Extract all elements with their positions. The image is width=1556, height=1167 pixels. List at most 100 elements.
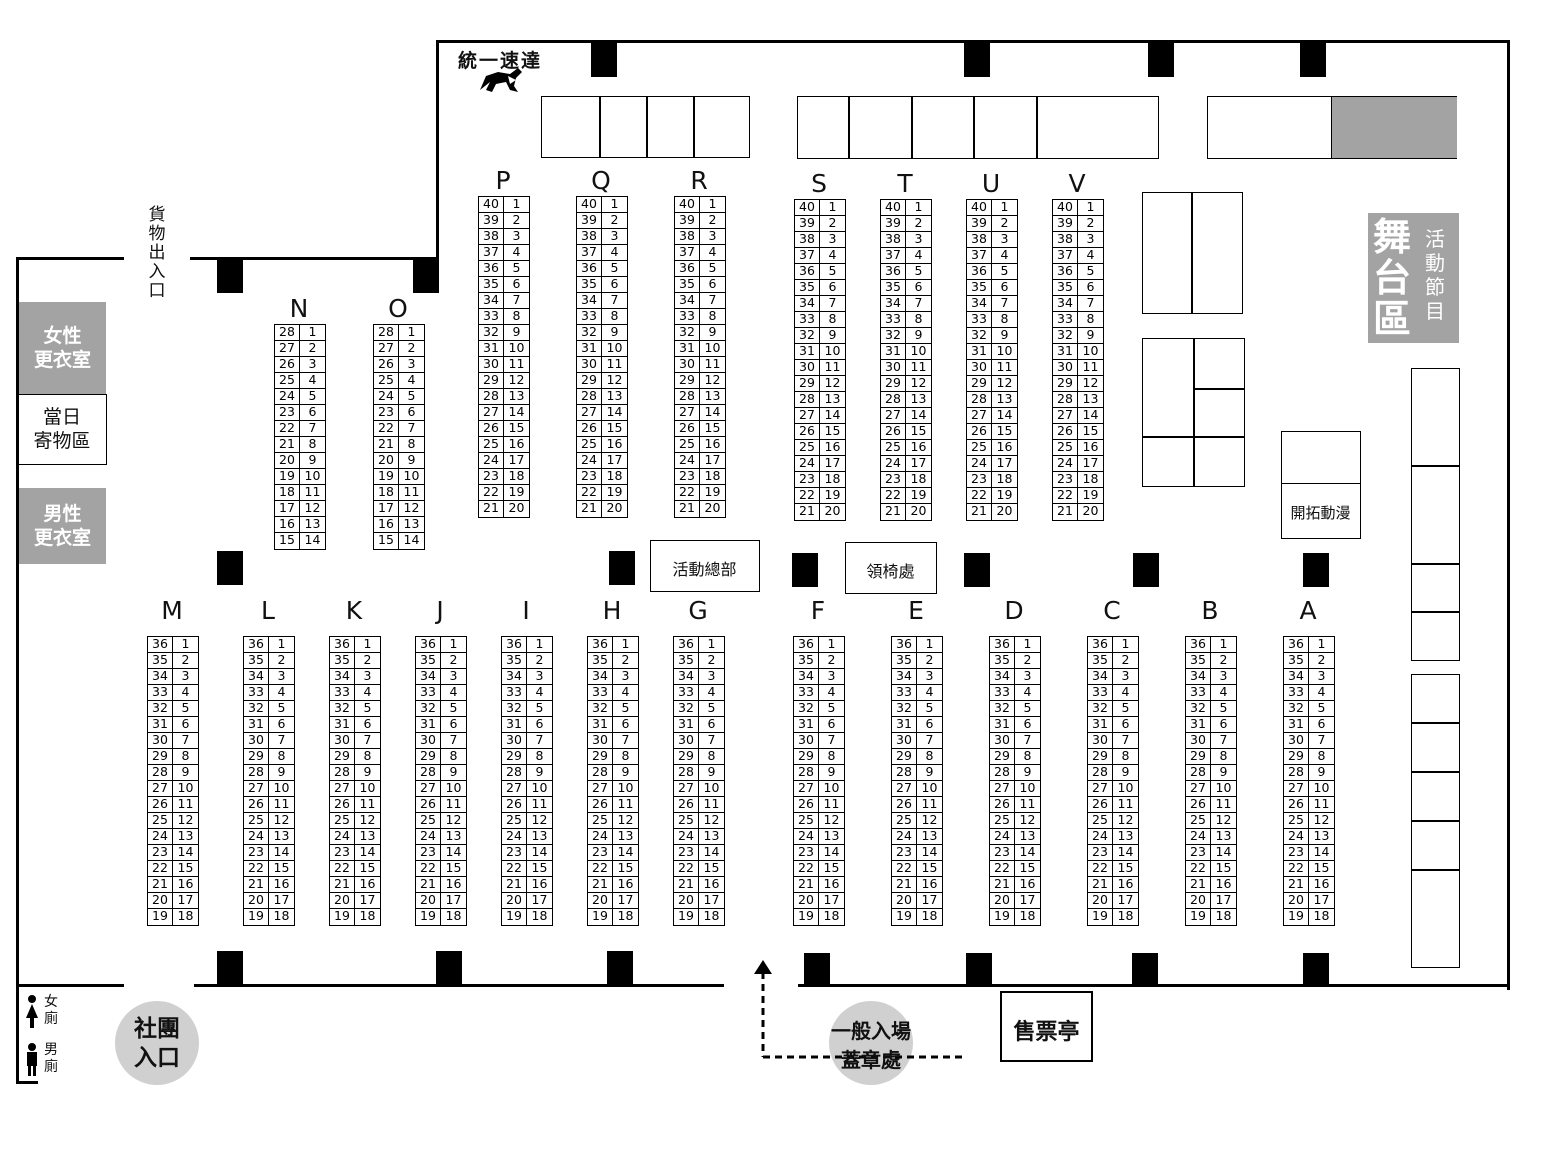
booth-V-27[interactable]: 27 [1053, 407, 1078, 424]
booth-I-13[interactable]: 13 [527, 828, 552, 845]
booth-T-2[interactable]: 2 [906, 215, 931, 232]
booth-C-26[interactable]: 26 [1088, 796, 1113, 813]
booth-H-8[interactable]: 8 [613, 748, 638, 765]
booth-V-20[interactable]: 20 [1082, 503, 1099, 518]
booth-M-36[interactable]: 36 [148, 636, 173, 653]
booth-J-2[interactable]: 2 [441, 652, 466, 669]
booth-L-13[interactable]: 13 [269, 828, 294, 845]
booth-L-32[interactable]: 32 [244, 700, 269, 717]
booth-R-12[interactable]: 12 [700, 372, 725, 389]
booth-I-1[interactable]: 1 [527, 636, 552, 653]
booth-N-1[interactable]: 1 [300, 324, 325, 341]
booth-V-2[interactable]: 2 [1078, 215, 1103, 232]
booth-Q-1[interactable]: 1 [602, 196, 627, 213]
booth-A-22[interactable]: 22 [1284, 860, 1309, 877]
booth-D-26[interactable]: 26 [990, 796, 1015, 813]
booth-B-32[interactable]: 32 [1186, 700, 1211, 717]
booth-B-36[interactable]: 36 [1186, 636, 1211, 653]
booth-E-18[interactable]: 18 [921, 908, 938, 923]
booth-L-16[interactable]: 16 [269, 876, 294, 893]
booth-I-30[interactable]: 30 [502, 732, 527, 749]
booth-U-28[interactable]: 28 [967, 391, 992, 408]
booth-A-7[interactable]: 7 [1309, 732, 1334, 749]
booth-Q-2[interactable]: 2 [602, 212, 627, 229]
booth-R-16[interactable]: 16 [700, 436, 725, 453]
booth-U-30[interactable]: 30 [967, 359, 992, 376]
booth-C-4[interactable]: 4 [1113, 684, 1138, 701]
booth-P-5[interactable]: 5 [504, 260, 529, 277]
booth-S-11[interactable]: 11 [820, 359, 845, 376]
booth-V-17[interactable]: 17 [1078, 455, 1103, 472]
booth-A-18[interactable]: 18 [1313, 908, 1330, 923]
booth-T-34[interactable]: 34 [881, 295, 906, 312]
booth-E-11[interactable]: 11 [917, 796, 942, 813]
booth-U-8[interactable]: 8 [992, 311, 1017, 328]
booth-I-3[interactable]: 3 [527, 668, 552, 685]
booth-K-18[interactable]: 18 [359, 908, 376, 923]
booth-E-25[interactable]: 25 [892, 812, 917, 829]
booth-S-7[interactable]: 7 [820, 295, 845, 312]
booth-K-19[interactable]: 19 [330, 908, 355, 925]
booth-H-29[interactable]: 29 [588, 748, 613, 765]
booth-U-9[interactable]: 9 [992, 327, 1017, 344]
booth-M-22[interactable]: 22 [148, 860, 173, 877]
booth-N-25[interactable]: 25 [275, 372, 300, 389]
booth-N-2[interactable]: 2 [300, 340, 325, 357]
booth-V-23[interactable]: 23 [1053, 471, 1078, 488]
booth-G-16[interactable]: 16 [699, 876, 724, 893]
booth-M-32[interactable]: 32 [148, 700, 173, 717]
booth-V-39[interactable]: 39 [1053, 215, 1078, 232]
booth-F-36[interactable]: 36 [794, 636, 819, 653]
booth-P-12[interactable]: 12 [504, 372, 529, 389]
booth-G-34[interactable]: 34 [674, 668, 699, 685]
booth-C-5[interactable]: 5 [1113, 700, 1138, 717]
booth-P-22[interactable]: 22 [479, 484, 504, 501]
booth-F-2[interactable]: 2 [819, 652, 844, 669]
booth-P-28[interactable]: 28 [479, 388, 504, 405]
booth-N-7[interactable]: 7 [300, 420, 325, 437]
booth-R-37[interactable]: 37 [675, 244, 700, 261]
booth-E-31[interactable]: 31 [892, 716, 917, 733]
booth-V-26[interactable]: 26 [1053, 423, 1078, 440]
booth-P-1[interactable]: 1 [504, 196, 529, 213]
booth-N-18[interactable]: 18 [275, 484, 300, 501]
booth-P-4[interactable]: 4 [504, 244, 529, 261]
booth-D-20[interactable]: 20 [990, 892, 1015, 909]
booth-R-24[interactable]: 24 [675, 452, 700, 469]
booth-A-36[interactable]: 36 [1284, 636, 1309, 653]
booth-U-13[interactable]: 13 [992, 391, 1017, 408]
booth-U-27[interactable]: 27 [967, 407, 992, 424]
booth-G-15[interactable]: 15 [699, 860, 724, 877]
booth-M-9[interactable]: 9 [173, 764, 198, 781]
booth-T-11[interactable]: 11 [906, 359, 931, 376]
booth-C-22[interactable]: 22 [1088, 860, 1113, 877]
booth-B-35[interactable]: 35 [1186, 652, 1211, 669]
booth-H-26[interactable]: 26 [588, 796, 613, 813]
booth-C-28[interactable]: 28 [1088, 764, 1113, 781]
booth-A-34[interactable]: 34 [1284, 668, 1309, 685]
booth-A-20[interactable]: 20 [1284, 892, 1309, 909]
booth-L-25[interactable]: 25 [244, 812, 269, 829]
booth-U-12[interactable]: 12 [992, 375, 1017, 392]
booth-Q-27[interactable]: 27 [577, 404, 602, 421]
booth-P-35[interactable]: 35 [479, 276, 504, 293]
booth-A-28[interactable]: 28 [1284, 764, 1309, 781]
booth-M-19[interactable]: 19 [148, 908, 173, 925]
booth-B-11[interactable]: 11 [1211, 796, 1236, 813]
booth-B-9[interactable]: 9 [1211, 764, 1236, 781]
booth-H-12[interactable]: 12 [613, 812, 638, 829]
booth-O-11[interactable]: 11 [399, 484, 424, 501]
booth-K-32[interactable]: 32 [330, 700, 355, 717]
booth-V-11[interactable]: 11 [1078, 359, 1103, 376]
booth-C-36[interactable]: 36 [1088, 636, 1113, 653]
booth-D-14[interactable]: 14 [1015, 844, 1040, 861]
booth-M-13[interactable]: 13 [173, 828, 198, 845]
booth-E-16[interactable]: 16 [917, 876, 942, 893]
booth-D-8[interactable]: 8 [1015, 748, 1040, 765]
booth-M-18[interactable]: 18 [177, 908, 194, 923]
booth-F-34[interactable]: 34 [794, 668, 819, 685]
booth-H-28[interactable]: 28 [588, 764, 613, 781]
booth-R-2[interactable]: 2 [700, 212, 725, 229]
booth-S-19[interactable]: 19 [820, 487, 845, 504]
booth-Q-31[interactable]: 31 [577, 340, 602, 357]
